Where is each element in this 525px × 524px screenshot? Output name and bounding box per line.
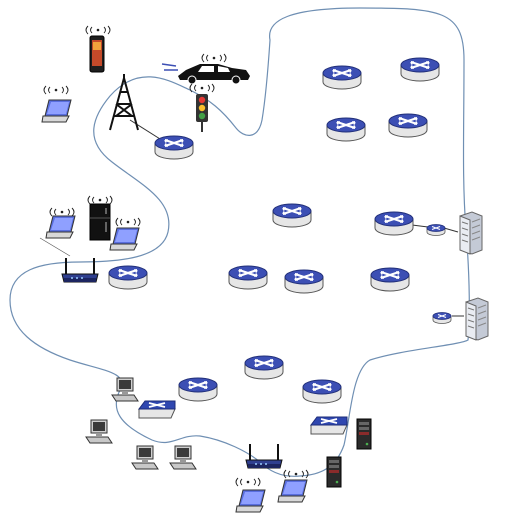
core-router [227,264,269,291]
switch-icon [310,416,348,435]
server-rack-icon [465,297,489,341]
server-rack-icon [326,456,342,488]
small-router-icon [432,311,452,325]
laptop-icon [41,85,72,123]
core-router [387,112,429,139]
laptop-icon [45,207,76,239]
desktop-pc-icon [85,419,113,444]
server-rack-icon [356,418,372,450]
core-router [243,354,285,381]
link-laptop-ap [39,237,71,257]
refrigerator-icon [87,195,113,241]
core-router [373,210,415,237]
car-icon [161,53,250,85]
server-rack-icon [459,211,483,255]
core-router [399,56,441,83]
core-router [369,266,411,293]
core-router [321,64,363,91]
core-router [301,378,343,405]
switch-icon [138,400,176,419]
laptop-icon [235,477,266,513]
core-router [325,116,367,143]
edge-router [153,134,195,161]
link-router-server-2 [443,227,459,233]
cell-tower-icon [109,74,139,131]
small-router-icon [426,223,446,237]
desktop-pc-icon [169,445,197,470]
core-router [283,268,325,295]
desktop-pc-icon [131,445,159,470]
edge-router [107,264,149,291]
smartphone-icon [85,25,111,73]
core-router [271,202,313,229]
core-router [177,376,219,403]
desktop-pc-icon [111,377,139,402]
traffic-light-icon [189,83,215,132]
laptop-icon [109,217,141,251]
